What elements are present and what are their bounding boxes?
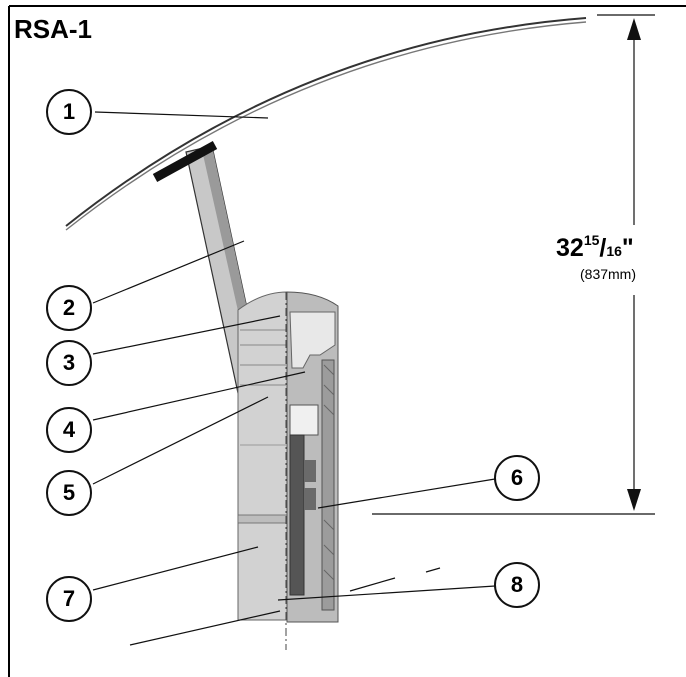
callout-6: 6 bbox=[494, 455, 540, 501]
callout-1: 1 bbox=[46, 89, 92, 135]
dimension-whole: 32 bbox=[556, 234, 584, 262]
diagram-title: RSA-1 bbox=[14, 14, 93, 44]
curved-blade bbox=[65, 17, 587, 231]
leader-lines bbox=[92, 111, 496, 601]
dimension-denominator: 16 bbox=[606, 243, 622, 259]
dimension-unit: " bbox=[621, 234, 634, 262]
callout-7: 7 bbox=[46, 576, 92, 622]
ground-lines bbox=[129, 567, 441, 646]
dimension-line bbox=[372, 14, 655, 515]
callout-2: 2 bbox=[46, 285, 92, 331]
dimension-numerator: 15 bbox=[583, 232, 600, 248]
callout-4: 4 bbox=[46, 407, 92, 453]
callout-5: 5 bbox=[46, 470, 92, 516]
callout-3: 3 bbox=[46, 340, 92, 386]
dimension-label: 3215/16" bbox=[556, 232, 634, 262]
callout-8: 8 bbox=[494, 562, 540, 608]
dimension-metric: (837mm) bbox=[580, 266, 637, 282]
housing bbox=[237, 291, 339, 650]
